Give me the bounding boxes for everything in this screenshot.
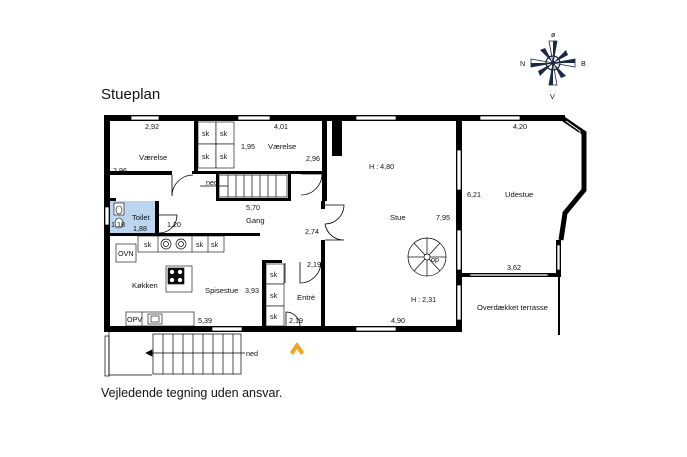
stairs-ned-upper: ned [206, 178, 218, 187]
interior-walls [110, 121, 462, 332]
spisestue-dim-side: 3,93 [245, 286, 259, 295]
cabinet-sk-5: sk [270, 270, 278, 279]
stairs-down-upper [200, 174, 288, 198]
cabinet-sk-2: sk [202, 152, 210, 161]
cabinet-sk-6: sk [270, 291, 278, 300]
hob-icon [160, 238, 187, 250]
spisestue-name: Spisestue [205, 286, 238, 295]
terrasse-name: Overdækket terrasse [477, 303, 548, 312]
windows [104, 115, 561, 377]
stue-dim-bottom: 4,90 [391, 316, 405, 325]
entre-name: Entré [297, 293, 315, 302]
stue-dim-side: 7,95 [436, 213, 450, 222]
compass-south-label: V [550, 92, 555, 101]
gang-dim-top: 5,70 [246, 203, 260, 212]
disclaimer-text: Vejledende tegning uden ansvar. [101, 386, 283, 400]
plan-title: Stueplan [101, 86, 161, 103]
toilet-dim-a: 1,18 [111, 220, 125, 229]
vaerelse1-name: Værelse [139, 153, 167, 162]
stairs-ned-lower: ned [246, 349, 258, 358]
toilet-name: Toilet [132, 213, 151, 222]
entre-dim-top: 2,19 [307, 260, 321, 269]
cabinet-sk-4: sk [220, 152, 228, 161]
entre-cabinets [265, 263, 285, 327]
stue-name: Stue [390, 213, 406, 222]
toilet-fixtures [113, 202, 125, 229]
udestue-name: Udestue [505, 190, 533, 199]
oven-box [115, 243, 137, 263]
koekken-name: Køkken [132, 281, 158, 290]
kitchen-counter-top [137, 235, 225, 253]
compass-north-label: ø [551, 30, 556, 39]
stue-height-bottom: H : 2,31 [411, 295, 436, 304]
toilet-dim-c: 1,20 [167, 220, 181, 229]
toilet-dim-b: 1,88 [133, 224, 147, 233]
spiral-stair-op: op [431, 255, 439, 264]
compass-west-label: N [520, 59, 525, 68]
bay-window [558, 115, 587, 241]
stairs-down-lower [108, 332, 245, 376]
vaerelse2-name: Værelse [268, 142, 296, 151]
kitchen-island [165, 265, 193, 293]
cabinet-sk-7: sk [270, 312, 278, 321]
udestue-dim-side: 6,21 [467, 190, 481, 199]
gang-dim-side: 2,74 [305, 227, 319, 236]
stue-height-top: H : 4,80 [369, 162, 394, 171]
spisestue-dim-bottom: 5,39 [198, 316, 212, 325]
door-swings [158, 173, 345, 327]
vaerelse1-dim-side: 2,96 [113, 166, 127, 175]
entrance-arrow-icon [290, 342, 304, 355]
bedroom-cabinets [197, 121, 235, 169]
cabinet-sk-1: sk [202, 129, 210, 138]
kitchen-counter-bottom [125, 311, 195, 327]
vaerelse2-dim-right: 2,96 [306, 154, 320, 163]
udestue-dim-bottom: 3,62 [507, 263, 521, 272]
entre-dim-bottom: 2,19 [289, 316, 303, 325]
kitchen-sk-3: sk [211, 240, 219, 249]
vaerelse2-dim-top: 4,01 [274, 122, 288, 131]
cabinet-sk-3: sk [220, 129, 228, 138]
dishwasher-label: OPV [127, 315, 142, 324]
vaerelse2-dim-left: 1,95 [241, 142, 255, 151]
kitchen-sk-2: sk [196, 240, 204, 249]
kitchen-sk-1: sk [144, 240, 152, 249]
gang-name: Gang [246, 216, 265, 225]
spiral-stair [407, 237, 447, 277]
oven-label: OVN [118, 249, 134, 258]
compass-east-label: B [581, 59, 586, 68]
compass-icon [530, 40, 576, 86]
vaerelse1-dim-top: 2,92 [145, 122, 159, 131]
udestue-dim-top: 4,20 [513, 122, 527, 131]
